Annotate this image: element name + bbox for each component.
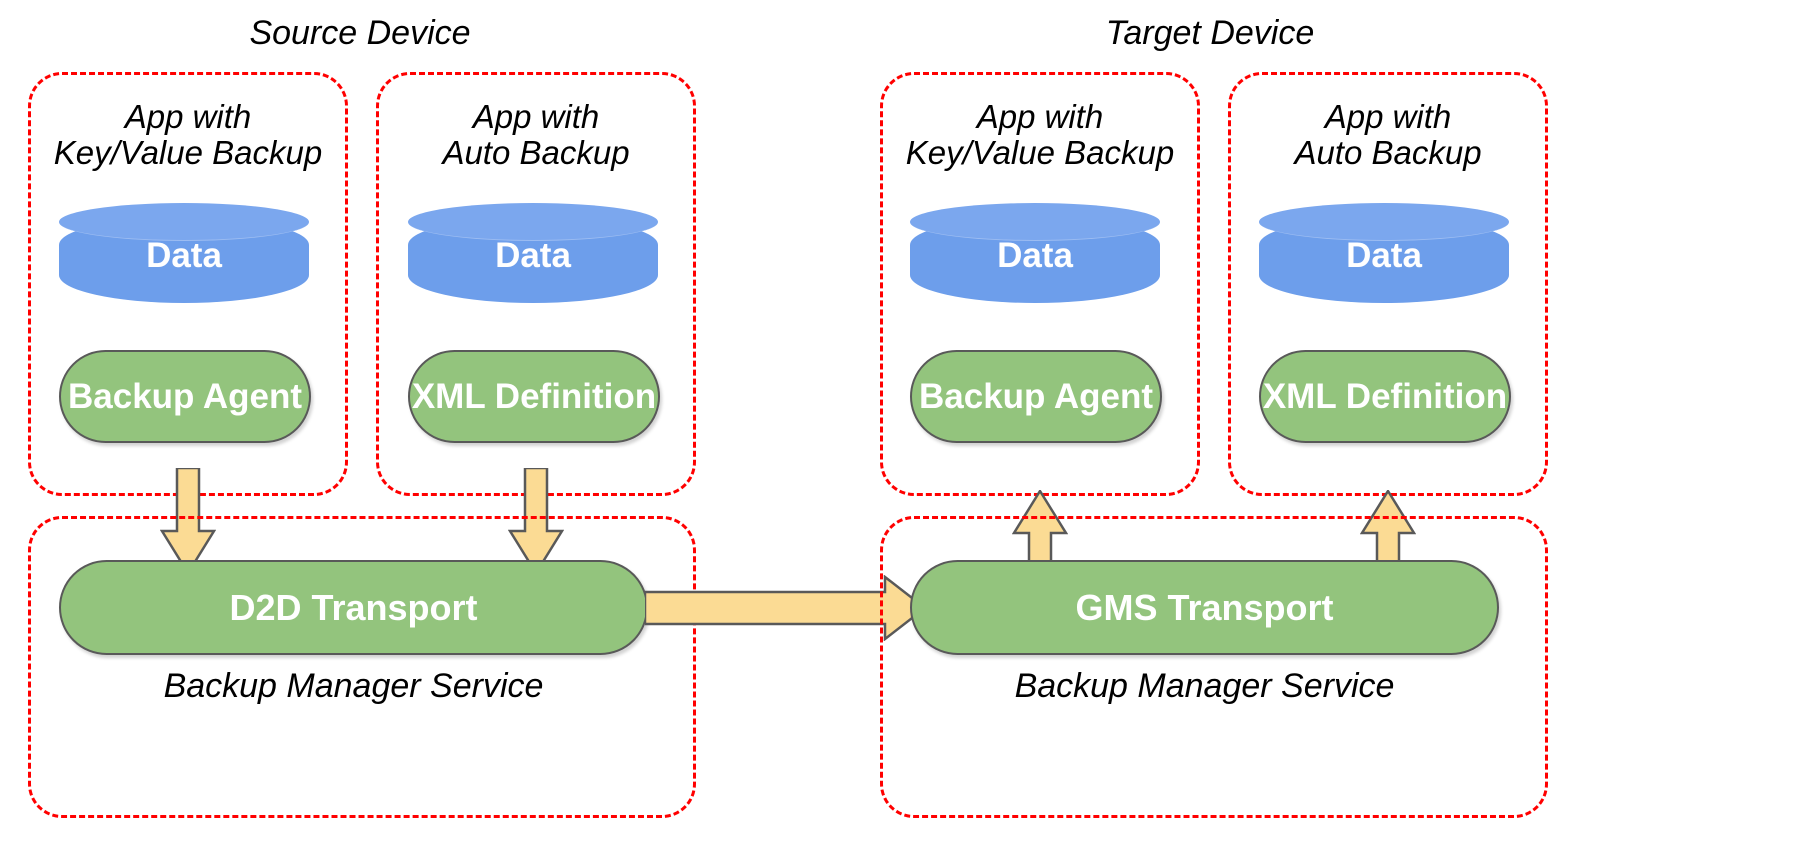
cylinder-top-ellipse bbox=[59, 203, 309, 241]
target-backup-manager-service-panel bbox=[880, 516, 1548, 818]
target-app-2-title-line2: Auto Backup bbox=[1294, 134, 1482, 171]
source-app-2-component-xml-definition[interactable]: XML Definition bbox=[408, 350, 660, 443]
source-app-1-title-line1: App with bbox=[124, 98, 252, 135]
source-app-2-data-cylinder: Data bbox=[408, 203, 658, 303]
target-app-1-panel: App with Key/Value Backup bbox=[880, 72, 1200, 496]
target-app-2-data-cylinder: Data bbox=[1259, 203, 1509, 303]
target-app-2-panel: App with Auto Backup bbox=[1228, 72, 1548, 496]
cylinder-top-ellipse bbox=[910, 203, 1160, 241]
target-app-2-title-line1: App with bbox=[1324, 98, 1452, 135]
source-app-1-title-line2: Key/Value Backup bbox=[53, 134, 323, 171]
gms-transport-box[interactable]: GMS Transport bbox=[910, 560, 1499, 655]
source-app-2-down-arrow bbox=[508, 468, 564, 575]
source-backup-manager-service-label: Backup Manager Service bbox=[163, 667, 544, 705]
target-app-1-component-backup-agent[interactable]: Backup Agent bbox=[910, 350, 1162, 443]
source-device-title: Source Device bbox=[249, 14, 471, 52]
target-app-1-title-line1: App with bbox=[976, 98, 1104, 135]
source-app-2-data-label: Data bbox=[495, 236, 571, 276]
target-app-2-component-xml-definition[interactable]: XML Definition bbox=[1259, 350, 1511, 443]
source-app-1-data-label: Data bbox=[146, 236, 222, 276]
cylinder-top-ellipse bbox=[408, 203, 658, 241]
source-app-2-title-line2: Auto Backup bbox=[442, 134, 630, 171]
source-backup-manager-service-panel bbox=[28, 516, 696, 818]
source-app-2-title-line1: App with bbox=[472, 98, 600, 135]
source-app-1-data-cylinder: Data bbox=[59, 203, 309, 303]
target-app-2-data-label: Data bbox=[1346, 236, 1422, 276]
target-device-title: Target Device bbox=[1105, 14, 1315, 52]
target-app-1-data-cylinder: Data bbox=[910, 203, 1160, 303]
target-app-1-title-line2: Key/Value Backup bbox=[905, 134, 1175, 171]
cylinder-top-ellipse bbox=[1259, 203, 1509, 241]
d2d-transport-box[interactable]: D2D Transport bbox=[59, 560, 648, 655]
target-backup-manager-service-label: Backup Manager Service bbox=[1014, 667, 1395, 705]
target-app-1-data-label: Data bbox=[997, 236, 1073, 276]
transport-transfer-arrow bbox=[645, 575, 927, 641]
source-app-1-component-backup-agent[interactable]: Backup Agent bbox=[59, 350, 311, 443]
source-app-1-down-arrow bbox=[160, 468, 216, 575]
